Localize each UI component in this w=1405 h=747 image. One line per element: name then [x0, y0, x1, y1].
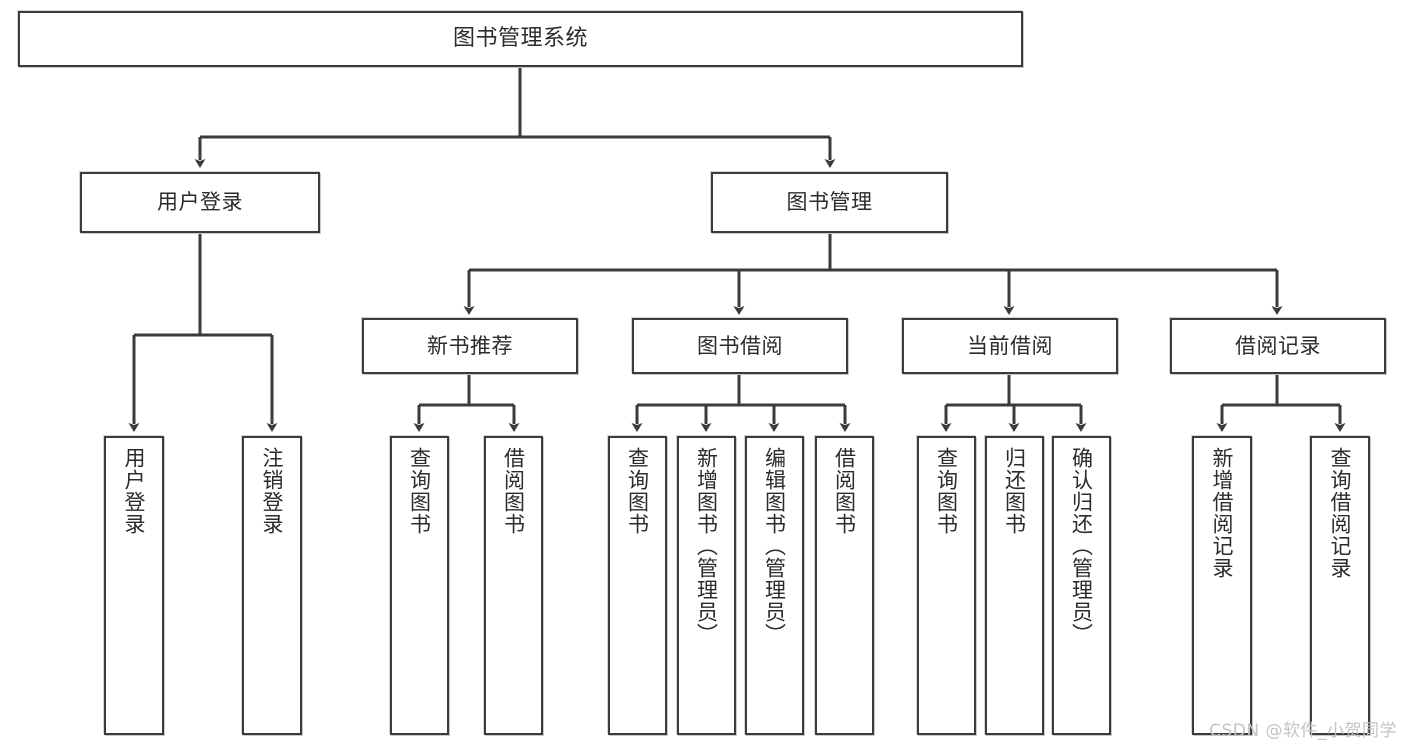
node-label: 图书管理	[786, 190, 873, 215]
node-label: 确认归还（管理员）	[1069, 447, 1094, 645]
node-label: 查询借阅记录	[1328, 447, 1353, 579]
node-label: 归还图书	[1002, 447, 1027, 535]
node-label: 用户登录	[157, 190, 243, 215]
node-label: 注销登录	[260, 447, 285, 535]
leaf-confirm-return-admin[interactable]: 确认归还（管理员）	[1052, 436, 1111, 735]
node-label: 查询图书	[407, 447, 432, 535]
node-label: 查询图书	[934, 447, 959, 535]
leaf-query-book-current[interactable]: 查询图书	[917, 436, 976, 735]
leaf-add-borrow-record[interactable]: 新增借阅记录	[1192, 436, 1252, 735]
node-borrow-record[interactable]: 借阅记录	[1170, 318, 1386, 374]
leaf-edit-book-admin[interactable]: 编辑图书（管理员）	[745, 436, 804, 735]
node-label: 新书推荐	[427, 333, 513, 358]
leaf-query-borrow-record[interactable]: 查询借阅记录	[1310, 436, 1370, 735]
node-label: 借阅图书	[501, 447, 526, 535]
leaf-borrow-book[interactable]: 借阅图书	[815, 436, 874, 735]
leaf-logout-login[interactable]: 注销登录	[242, 436, 302, 735]
node-label: 图书管理系统	[452, 26, 588, 52]
node-label: 当前借阅	[967, 333, 1053, 358]
node-root-book-management-system[interactable]: 图书管理系统	[18, 11, 1023, 67]
leaf-user-login[interactable]: 用户登录	[104, 436, 164, 735]
node-label: 图书借阅	[697, 333, 783, 358]
leaf-query-book-recommend[interactable]: 查询图书	[390, 436, 449, 735]
node-new-book-recommend[interactable]: 新书推荐	[362, 318, 578, 374]
node-label: 用户登录	[122, 447, 147, 535]
node-current-borrow[interactable]: 当前借阅	[902, 318, 1118, 374]
node-label: 新增借阅记录	[1210, 447, 1235, 579]
leaf-borrow-book-recommend[interactable]: 借阅图书	[484, 436, 543, 735]
node-label: 新增图书（管理员）	[694, 447, 719, 645]
node-label: 编辑图书（管理员）	[762, 447, 787, 645]
node-label: 查询图书	[625, 447, 650, 535]
node-label: 借阅记录	[1235, 333, 1321, 358]
leaf-return-book[interactable]: 归还图书	[985, 436, 1044, 735]
node-book-borrow[interactable]: 图书借阅	[632, 318, 848, 374]
node-label: 借阅图书	[832, 447, 857, 535]
csdn-watermark: CSDN @软件_小贺同学	[1209, 721, 1397, 741]
node-user-login[interactable]: 用户登录	[80, 172, 320, 233]
node-book-management[interactable]: 图书管理	[711, 172, 948, 233]
leaf-query-book-borrow[interactable]: 查询图书	[608, 436, 667, 735]
leaf-add-book-admin[interactable]: 新增图书（管理员）	[677, 436, 736, 735]
